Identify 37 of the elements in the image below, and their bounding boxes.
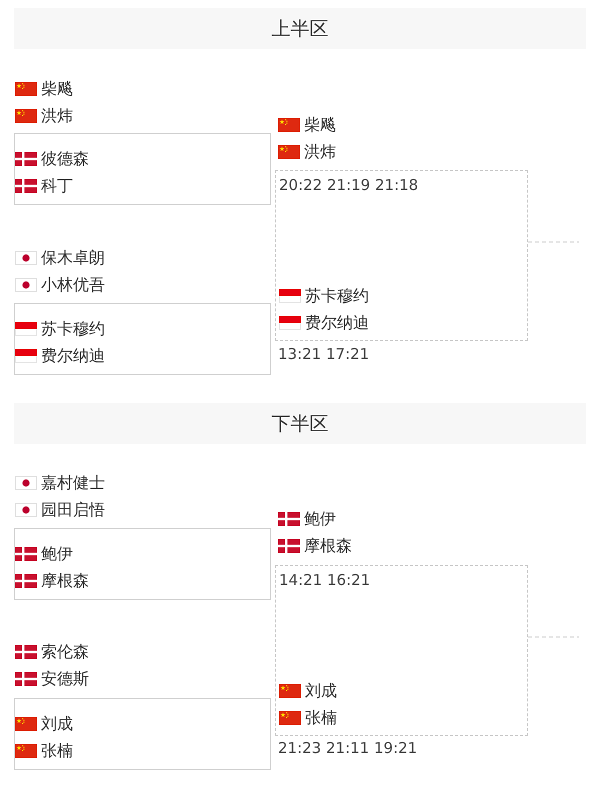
player-name: 保木卓朗: [41, 248, 105, 268]
section-header: 下半区: [14, 403, 586, 444]
player-name: 洪炜: [304, 142, 336, 162]
player-name: 费尔纳迪: [41, 346, 105, 366]
player-name: 刘成: [41, 714, 73, 734]
player-name: 费尔纳迪: [305, 312, 369, 332]
section-header: 上半区: [14, 8, 586, 49]
bracket-box: [14, 133, 271, 205]
player-name: 张楠: [305, 708, 337, 728]
player-name: 园田启悟: [41, 500, 105, 520]
score-text: 21:23 21:11 19:21: [278, 738, 418, 758]
bracket-box: [14, 528, 271, 600]
player-name: 鲍伊: [304, 508, 336, 528]
score-text: 13:21 17:21: [278, 344, 370, 364]
player-name: 张楠: [41, 740, 73, 760]
dashed-bracket-box: [275, 170, 528, 341]
score-text: 14:21 16:21: [279, 570, 370, 590]
player-name: 嘉村健士: [41, 472, 105, 492]
score-text: 20:22 21:19 21:18: [279, 175, 418, 195]
player-name: 索伦森: [41, 642, 89, 662]
player-name: 鲍伊: [41, 544, 73, 564]
player-name: 科丁: [41, 176, 73, 196]
player-name: 洪炜: [41, 106, 73, 126]
player-name: 柴飚: [41, 78, 73, 98]
bracket-box: [14, 303, 271, 375]
player-name: 刘成: [305, 680, 337, 700]
player-name: 彼德森: [41, 148, 89, 168]
dashed-bracket-box: [275, 565, 528, 736]
player-name: 小林优吾: [41, 274, 105, 294]
player-name: 苏卡穆约: [41, 318, 105, 338]
player-name: 安德斯: [41, 668, 89, 688]
player-name: 摩根森: [304, 536, 352, 556]
connector-line: [528, 636, 580, 638]
player-name: 柴飚: [304, 114, 336, 134]
player-name: 苏卡穆约: [305, 286, 369, 306]
bracket-box: [14, 698, 271, 770]
player-name: 摩根森: [41, 570, 89, 590]
